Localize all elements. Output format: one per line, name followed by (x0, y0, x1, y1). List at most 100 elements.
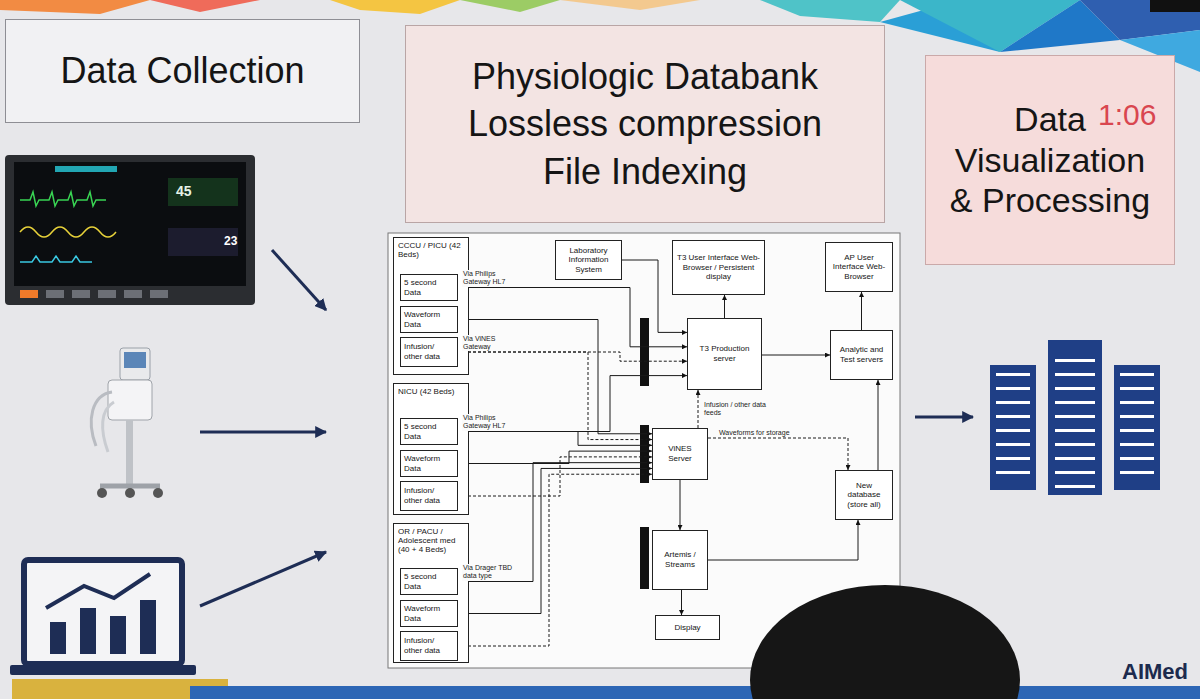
data-feed-box: 5 second Data (400, 418, 458, 445)
wheel (97, 488, 107, 498)
connector (698, 390, 699, 428)
flow-arrow (200, 552, 326, 606)
wheel (125, 488, 135, 498)
connector-label: Via Philips Gateway HL7 (462, 414, 518, 430)
reading-panel (168, 228, 238, 256)
flow-arrow (915, 416, 973, 419)
ventilator-pole (126, 420, 133, 484)
monitor-button (72, 290, 90, 298)
data-feed-box: Waveform Data (400, 450, 458, 477)
connector (458, 463, 652, 582)
node-text: Waveform Data (404, 604, 454, 623)
server-box: Analytic and Test servers (830, 330, 893, 380)
connector (762, 355, 830, 356)
connector (681, 590, 682, 615)
connector (458, 451, 652, 463)
node-text: Analytic and Test servers (834, 345, 889, 364)
data-feed-box: 5 second Data (400, 274, 458, 301)
deco-shape (1150, 0, 1200, 12)
connector (458, 474, 652, 646)
connector (878, 380, 879, 470)
user-interface-box: T3 User Interface Web-Browser / Persiste… (672, 240, 765, 295)
connector (724, 295, 725, 318)
server-slots (1055, 348, 1095, 488)
reading-panel (168, 178, 238, 206)
connector (458, 352, 687, 361)
monitor-screen (14, 162, 246, 286)
laptop-base (10, 665, 196, 675)
connector-label: Via Philips Gateway HL7 (462, 270, 518, 286)
laptop-screen (24, 560, 182, 664)
unit-group: NICU (42 Beds)5 second DataWaveform Data… (393, 383, 469, 515)
timer-overlay: 1:06 (1098, 98, 1156, 131)
connector-label: Infusion / other data feeds (703, 401, 767, 417)
node-text: Waveform Data (404, 454, 454, 473)
node-text: Laboratory Information System (559, 246, 618, 275)
monitor-button (46, 290, 64, 298)
deco-shape (150, 0, 260, 12)
stage-heading-box: Data Visualization & Processing (925, 55, 1175, 265)
waveform (20, 227, 116, 237)
chart-bar (140, 600, 156, 654)
waveform (20, 192, 106, 206)
monitor-button (124, 290, 142, 298)
ventilator-tube (103, 402, 114, 452)
chart-bar (50, 622, 66, 654)
ventilator-body (108, 380, 152, 420)
data-feed-box: Infusion/ other data (400, 631, 458, 661)
footer-band (190, 686, 1200, 699)
database-box: New database (store all) (835, 470, 893, 520)
ventilator-screen (120, 348, 150, 380)
deco-shape (0, 0, 150, 14)
connector (708, 520, 858, 560)
ventilator-base (100, 484, 160, 489)
flow-arrow (200, 431, 326, 434)
node-text: T3 Production server (691, 344, 758, 363)
stage-heading-box: Physiologic DatabankLossless compression… (405, 25, 885, 223)
wheel (153, 488, 163, 498)
connector (458, 468, 652, 613)
deco-shape (330, 0, 460, 14)
node-text: 5 second Data (404, 572, 454, 591)
server-box: T3 Production server (687, 318, 762, 390)
connector (680, 480, 681, 530)
waveform (20, 256, 92, 262)
server-tower (1048, 340, 1102, 495)
connector (458, 376, 687, 432)
deco-shape (560, 0, 700, 10)
node-text: Infusion/ other data (404, 486, 454, 505)
screen-bar (55, 166, 117, 172)
logo-text: AIMed (1122, 660, 1188, 684)
node-text: Artemis / Streams (656, 550, 704, 569)
unit-group: CCCU / PICU (42 Beds) 5 second DataWavefo… (393, 237, 469, 375)
data-feed-box: Infusion/ other data (400, 337, 458, 367)
node-text: AP User Interface Web-Browser (829, 253, 889, 282)
data-feed-box: Waveform Data (400, 600, 458, 627)
flow-arrow (272, 250, 326, 310)
merge-bar (640, 425, 649, 483)
connector (458, 457, 652, 496)
server-slots (1120, 372, 1154, 482)
server-icon (990, 340, 1160, 495)
lab-system-box: Laboratory Information System (555, 240, 622, 280)
node-text: CCCU / PICU (42 Beds) (398, 241, 464, 259)
node-text: Waveform Data (404, 310, 454, 329)
node-text: Physiologic Databank (472, 53, 818, 101)
merge-bar (640, 318, 649, 386)
deco-shape (460, 0, 560, 12)
connector (458, 432, 652, 446)
data-feed-box: Infusion/ other data (400, 481, 458, 511)
node-text: Infusion/ other data (404, 342, 454, 361)
patient-monitor (5, 155, 255, 305)
data-feed-box: 5 second Data (400, 568, 458, 595)
data-feed-box: Waveform Data (400, 306, 458, 333)
deco-shape (760, 0, 900, 22)
merge-bar (640, 527, 649, 589)
ventilator (91, 348, 163, 498)
node-text: OR / PACU / Adolescent med (40 + 4 Beds) (398, 527, 464, 555)
monitor-button (150, 290, 168, 298)
server-tower (1114, 365, 1160, 490)
connector (708, 438, 848, 470)
node-text: New database (store all) (839, 481, 889, 510)
connector (861, 292, 862, 330)
